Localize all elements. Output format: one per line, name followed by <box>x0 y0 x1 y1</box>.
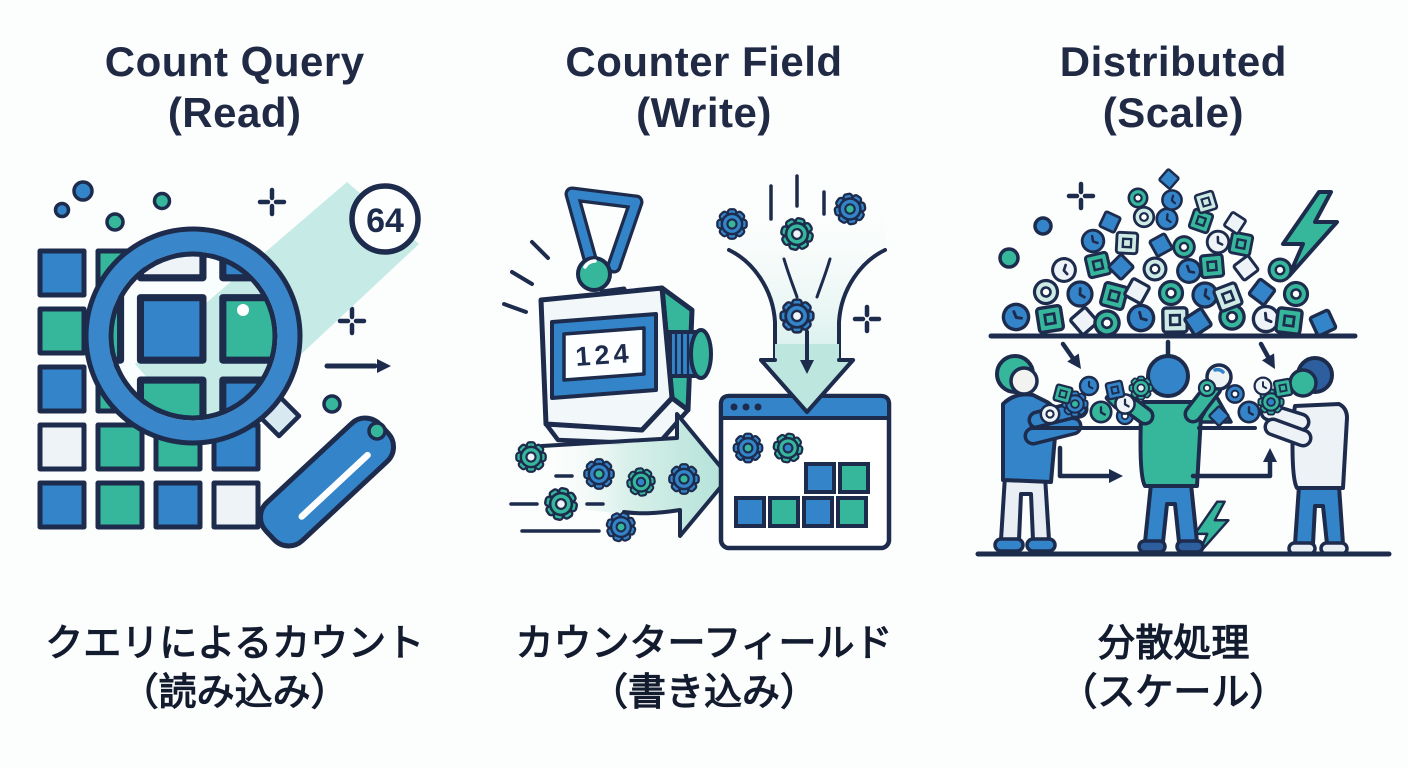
distributed-art <box>953 164 1393 584</box>
panel-title-count-query: Count Query (Read) <box>105 0 365 140</box>
clock-shape <box>1124 301 1159 335</box>
sparkle-icon <box>1069 184 1093 208</box>
dot <box>366 421 387 441</box>
ring-shape <box>1140 254 1170 284</box>
motion-lines <box>501 240 550 314</box>
caption-line: （スケール） <box>1059 671 1288 714</box>
count-query-illustration: 64 <box>37 180 421 549</box>
panel-title-distributed: Distributed (Scale) <box>1060 0 1287 140</box>
diamond-shape <box>1245 275 1280 309</box>
flow-arrow <box>1191 448 1278 479</box>
caption-line: カウンターフィールド <box>515 623 893 665</box>
panel-count-query: Count Query (Read) <box>0 0 469 768</box>
clock-shape <box>1066 279 1095 309</box>
title-line: Count Query <box>104 38 365 85</box>
arrow-right-icon <box>324 359 391 373</box>
ring-shape <box>1127 187 1149 209</box>
counter-field-illustration: 124 <box>501 174 892 551</box>
ring-shape <box>1170 232 1199 262</box>
distributed-illustration <box>975 167 1392 557</box>
panel-title-counter-field: Counter Field (Write) <box>565 0 842 140</box>
sparkle-icon <box>260 190 284 214</box>
panel-caption-counter-field: カウンターフィールド （書き込み） <box>516 620 893 717</box>
chip-shape <box>1193 189 1220 215</box>
diamond-shape <box>1157 167 1182 191</box>
gear-icon <box>668 463 700 495</box>
browser-window-icon <box>718 393 892 551</box>
panel-caption-count-query: クエリによるカウント （読み込み） <box>45 620 424 717</box>
worker-armful <box>1099 375 1258 430</box>
chip-shape <box>1227 230 1255 258</box>
clock-shape <box>1079 227 1108 255</box>
magnifying-glass-icon <box>83 226 303 446</box>
chip-shape <box>1198 252 1226 280</box>
dot <box>1033 216 1054 236</box>
worker-figure <box>1259 356 1350 556</box>
caption-line: （書き込み） <box>589 671 818 714</box>
motion-lines <box>509 474 605 533</box>
tally-counter-icon: 124 <box>501 186 713 447</box>
title-line: (Read) <box>167 89 302 137</box>
gear-icon <box>732 432 764 464</box>
counter-field-art: 124 <box>484 164 924 584</box>
chip-shape <box>1274 305 1305 337</box>
caption-line: クエリによるカウント <box>45 623 425 665</box>
chip-shape <box>1114 230 1140 256</box>
caption-line: 分散処理 <box>1097 623 1250 665</box>
ring-shape <box>1132 204 1157 230</box>
chip-shape <box>1083 250 1113 280</box>
lightning-bolt-icon <box>1281 190 1340 278</box>
worker-figure <box>993 354 1089 553</box>
chip-shape <box>1034 303 1066 335</box>
task-pile <box>998 167 1344 343</box>
dot <box>998 247 1021 269</box>
dot <box>321 394 342 414</box>
window-squares <box>733 462 870 528</box>
clock-shape <box>1154 206 1180 232</box>
gear-icon <box>716 208 748 240</box>
title-line: (Write) <box>636 89 772 137</box>
ring-shape <box>1031 276 1062 308</box>
counter-value: 124 <box>574 338 633 372</box>
caption-line: （読み込み） <box>120 671 349 714</box>
ring-shape <box>1282 279 1311 309</box>
funnel-tip <box>760 344 853 412</box>
ring-shape <box>1157 279 1185 307</box>
title-line: Counter Field <box>565 38 843 85</box>
magnifier-handle <box>250 387 396 549</box>
diamond-shape <box>1144 228 1178 262</box>
flow-arrow <box>1058 445 1124 483</box>
clock-shape <box>1173 255 1206 287</box>
gear-icon <box>583 458 615 490</box>
dot-cluster <box>53 180 171 232</box>
count-query-art: 64 <box>15 164 455 584</box>
diamond-shape <box>1230 252 1263 284</box>
badge-value: 64 <box>366 202 404 240</box>
title-line: (Scale) <box>1102 89 1244 137</box>
clock-shape <box>1205 229 1231 255</box>
clock-shape <box>1048 254 1081 286</box>
title-line: Distributed <box>1059 38 1287 85</box>
panel-caption-distributed: 分散処理 （スケール） <box>1059 620 1287 717</box>
sparkle-icon <box>855 307 879 331</box>
gear-icon <box>515 441 547 473</box>
panel-counter-field: Counter Field (Write) <box>469 0 938 768</box>
clock-shape <box>998 298 1035 336</box>
gear-icon <box>779 298 815 334</box>
panel-distributed: Distributed (Scale) <box>939 0 1408 768</box>
motion-lines <box>769 174 826 221</box>
ring-shape <box>1264 254 1296 286</box>
diamond-shape <box>1107 252 1136 282</box>
count-badge: 64 <box>348 183 421 255</box>
